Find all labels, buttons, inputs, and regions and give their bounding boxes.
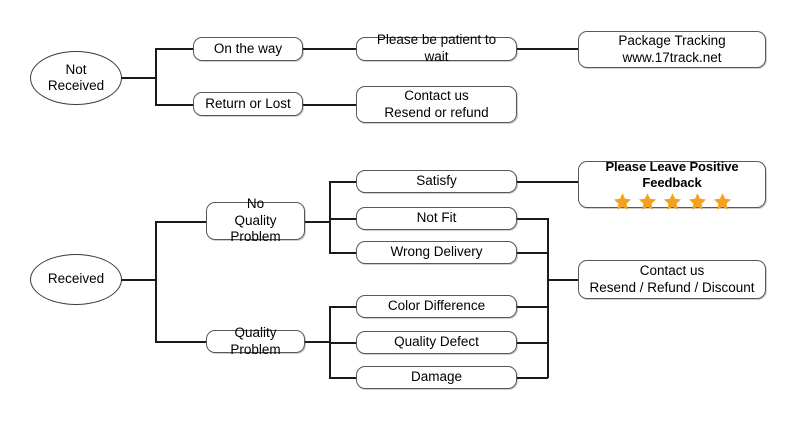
connector-split-bus-top	[155, 48, 157, 105]
connector-bus-to-color-difference	[329, 306, 357, 308]
node-no-quality-problem-label: No Quality Problem	[230, 195, 281, 245]
node-contact-resend-refund-discount-label: Contact us Resend / Refund / Discount	[589, 262, 755, 295]
connector-quality-defect-to-bus	[517, 342, 548, 344]
node-damage[interactable]: Damage	[356, 366, 517, 389]
connector-bus-to-wrong-delivery	[329, 252, 357, 254]
node-color-difference-label: Color Difference	[387, 298, 486, 314]
node-not-received-label: Not Received	[47, 61, 105, 93]
connector-split-to-on-the-way	[155, 48, 194, 50]
node-return-or-lost[interactable]: Return or Lost	[193, 92, 303, 116]
connector-received-to-split	[121, 279, 156, 281]
connector-received-split-bus	[155, 221, 157, 342]
node-package-tracking[interactable]: Package Tracking www.17track.net	[578, 31, 766, 68]
node-received-label: Received	[47, 271, 105, 287]
star-icon	[613, 193, 631, 210]
node-quality-defect-label: Quality Defect	[394, 334, 479, 350]
connector-no-quality-problem-bus	[329, 181, 331, 253]
node-package-tracking-label: Package Tracking www.17track.net	[618, 32, 726, 65]
star-icon	[688, 193, 706, 210]
connector-on-the-way-to-be-patient	[303, 48, 356, 50]
connector-color-difference-to-bus	[517, 306, 548, 308]
node-satisfy-label: Satisfy	[416, 173, 457, 189]
star-icon	[663, 193, 681, 210]
star-icon	[638, 193, 656, 210]
node-contact-resend-refund-discount[interactable]: Contact us Resend / Refund / Discount	[578, 260, 766, 299]
node-be-patient-label: Please be patient to wait	[376, 32, 497, 64]
star-rating[interactable]	[613, 192, 732, 211]
connector-bus-to-damage	[329, 377, 357, 379]
node-contact-resend-refund[interactable]: Contact us Resend or refund	[356, 86, 517, 123]
connector-not-fit-to-bus	[517, 218, 548, 220]
connector-split-to-no-quality-problem	[155, 221, 207, 223]
node-positive-feedback[interactable]: Please Leave Positive Feedback	[578, 158, 766, 211]
node-quality-problem-label: Quality Problem	[230, 324, 281, 357]
node-on-the-way-label: On the way	[213, 40, 283, 56]
node-wrong-delivery-label: Wrong Delivery	[390, 244, 483, 260]
node-satisfy[interactable]: Satisfy	[356, 170, 517, 193]
connector-bus-to-not-fit	[329, 218, 357, 220]
node-contact-resend-refund-label: Contact us Resend or refund	[384, 87, 489, 120]
connector-be-patient-to-tracking	[517, 48, 579, 50]
node-wrong-delivery[interactable]: Wrong Delivery	[356, 241, 517, 264]
node-damage-label: Damage	[410, 369, 463, 385]
node-no-quality-problem[interactable]: No Quality Problem	[206, 196, 305, 244]
connector-quality-problem-bus	[329, 306, 331, 377]
connector-split-to-quality-problem	[155, 341, 207, 343]
node-be-patient[interactable]: Please be patient to wait	[356, 32, 517, 64]
connector-damage-to-bus	[517, 377, 548, 379]
node-not-fit-label: Not Fit	[416, 210, 457, 226]
connector-wrong-delivery-to-bus	[517, 252, 548, 254]
connector-quality-problem-to-bus	[305, 341, 330, 343]
star-icon	[713, 193, 731, 210]
node-quality-problem[interactable]: Quality Problem	[206, 325, 305, 357]
connector-return-or-lost-to-contact	[303, 104, 356, 106]
node-quality-defect[interactable]: Quality Defect	[356, 331, 517, 354]
node-on-the-way[interactable]: On the way	[193, 37, 303, 61]
connector-satisfy-to-feedback	[517, 181, 579, 183]
connector-no-quality-problem-to-bus	[305, 221, 330, 223]
node-not-received[interactable]: Not Received	[30, 51, 122, 105]
node-positive-feedback-label: Please Leave Positive Feedback	[605, 158, 739, 190]
connector-split-to-return-or-lost	[155, 104, 194, 106]
node-return-or-lost-label: Return or Lost	[205, 95, 291, 111]
connector-not-received-to-split	[121, 77, 156, 79]
connector-bus-to-satisfy	[329, 181, 357, 183]
connector-outcome-merge-bus	[547, 218, 549, 378]
node-not-fit[interactable]: Not Fit	[356, 207, 517, 230]
connector-bus-to-quality-defect	[329, 342, 357, 344]
node-color-difference[interactable]: Color Difference	[356, 295, 517, 318]
connector-bus-to-contact-discount	[547, 279, 579, 281]
node-received[interactable]: Received	[30, 254, 122, 305]
